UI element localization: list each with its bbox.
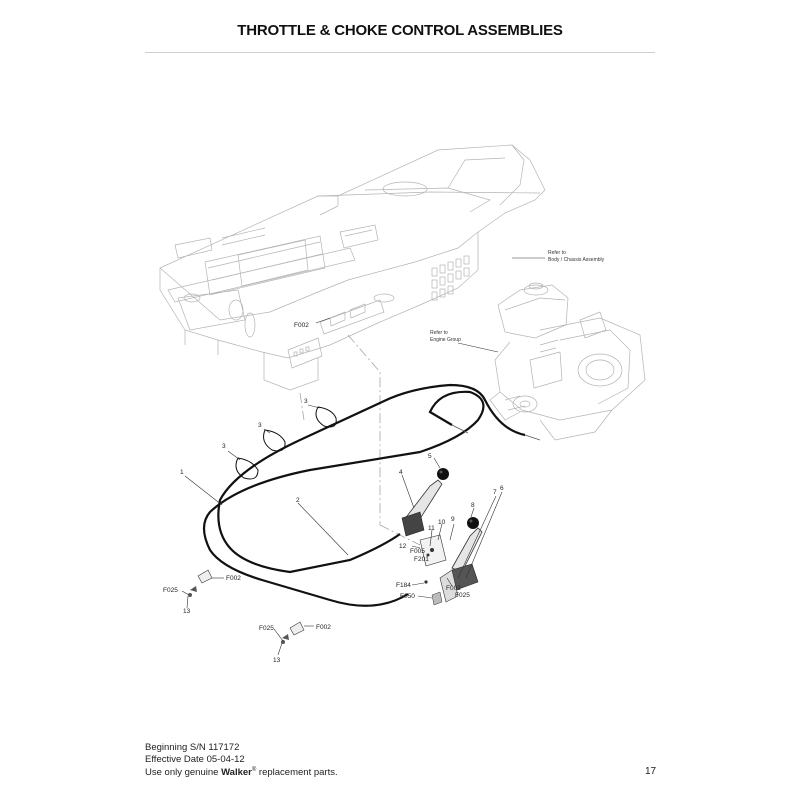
- throttle-cable-1: [202, 390, 485, 607]
- callout-10: 10: [438, 519, 446, 526]
- mount-hardware: [419, 534, 447, 606]
- title-divider: [145, 52, 655, 53]
- callout-f201: F201: [414, 556, 429, 563]
- callout-f025-low: F025: [259, 625, 274, 632]
- refer-body-line1: Refer to: [548, 250, 566, 256]
- callout-f050: F050: [400, 593, 415, 600]
- footer-serial: Beginning S/N 117172: [145, 742, 240, 753]
- callout-f184: F184: [396, 582, 411, 589]
- callout-1: 1: [180, 469, 184, 476]
- engine-ghost: [489, 282, 646, 441]
- callout-8: 8: [471, 502, 475, 509]
- page-number: 17: [645, 766, 657, 777]
- callout-2: 2: [296, 497, 300, 504]
- callout-13-left: 13: [183, 608, 191, 615]
- footer-effective-date: Effective Date 05-04-12: [145, 753, 245, 765]
- callout-4: 4: [399, 469, 403, 476]
- throttle-lever-4: [401, 468, 449, 537]
- callout-13-low: 13: [273, 657, 281, 664]
- callout-f002-low: F002: [316, 624, 331, 631]
- callout-5: 5: [428, 453, 432, 460]
- refer-body-line2: Body / Chassis Assembly: [548, 257, 605, 263]
- callout-f005: F005: [410, 548, 425, 555]
- refer-engine-line2: Engine Group: [430, 337, 461, 343]
- brand-name: Walker: [221, 767, 252, 779]
- callout-f025-left: F025: [163, 587, 178, 594]
- callout-3c: 3: [304, 398, 308, 405]
- callout-3a: 3: [222, 443, 226, 450]
- callout-f002-left: F002: [226, 575, 241, 582]
- callout-f025-right: F025: [455, 592, 470, 599]
- refer-engine-line1: Refer to: [430, 330, 448, 336]
- callout-6: 6: [500, 485, 504, 492]
- callout-11: 11: [428, 525, 435, 532]
- body-chassis-ghost: [159, 144, 546, 546]
- footer-parts-note: Use only genuine Walker® replacement par…: [145, 767, 338, 779]
- callout-f002-right: F002: [446, 585, 461, 592]
- callout-leaders: [181, 404, 503, 656]
- cable-ties-3: [235, 406, 337, 480]
- callout-f002-top: F002: [294, 322, 309, 329]
- callout-12: 12: [399, 543, 407, 550]
- cable-clamps: [188, 569, 305, 644]
- choke-lever-6: [439, 517, 483, 603]
- footer-notes: Beginning S/N 117172 Effective Date 05-0…: [145, 742, 338, 779]
- callout-7: 7: [493, 489, 497, 496]
- callout-9: 9: [451, 516, 455, 523]
- callout-labels: Refer to Body / Chassis Assembly Refer t…: [163, 250, 605, 664]
- refer-leaders: [315, 257, 545, 353]
- page-title: THROTTLE & CHOKE CONTROL ASSEMBLIES: [237, 22, 563, 39]
- callout-3b: 3: [258, 422, 262, 429]
- choke-cable-2: [217, 383, 541, 574]
